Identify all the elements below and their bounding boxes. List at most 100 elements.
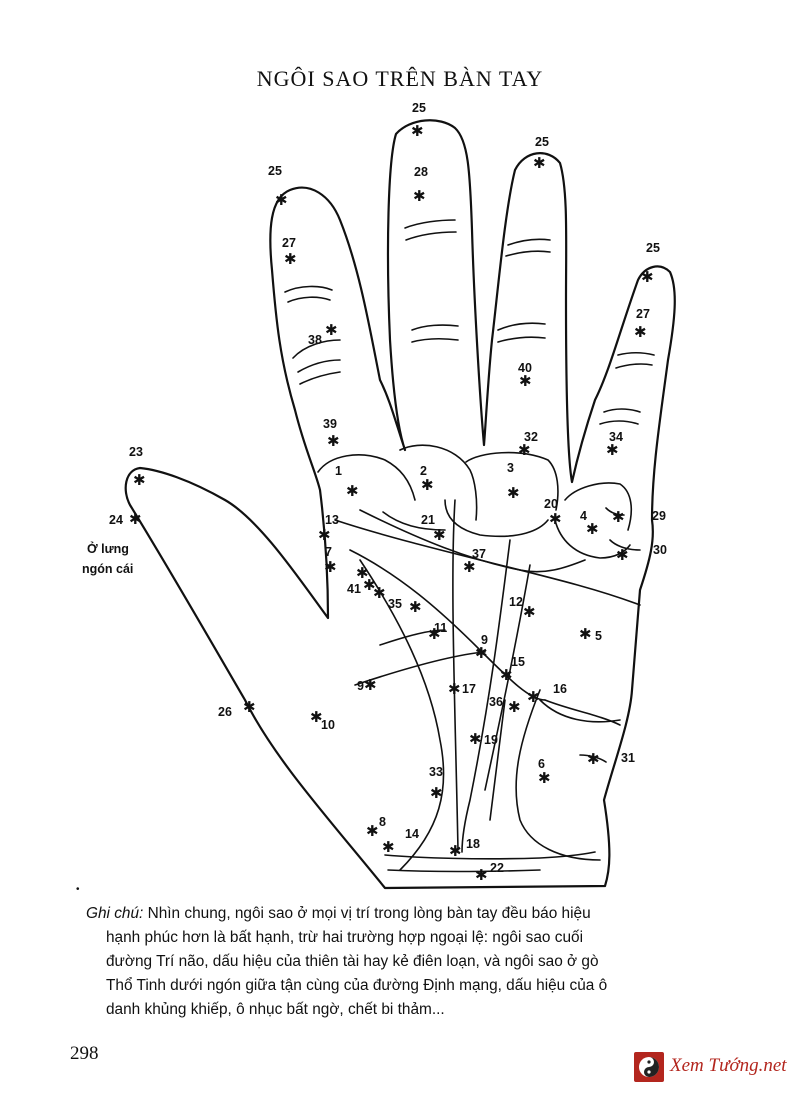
note-line-4: Thổ Tinh dưới ngón giữa tận cùng của đườ… bbox=[106, 977, 608, 994]
label-22: 22 bbox=[490, 861, 504, 875]
label-18: 18 bbox=[466, 837, 480, 851]
label-15: 15 bbox=[511, 655, 525, 669]
label-40: 40 bbox=[518, 361, 532, 375]
star-icon: ✱ bbox=[448, 680, 461, 698]
star-icon: ✱ bbox=[366, 822, 379, 840]
label-27-little: 27 bbox=[636, 307, 650, 321]
label-21: 21 bbox=[421, 513, 435, 527]
star-icon: ✱ bbox=[523, 603, 536, 621]
label-6: 6 bbox=[538, 757, 545, 771]
label-28: 28 bbox=[414, 165, 428, 179]
star-icon: ✱ bbox=[508, 698, 521, 716]
label-11: 11 bbox=[434, 621, 447, 635]
site-logo: Xem Tướng.net bbox=[634, 1052, 794, 1084]
label-25-ring: 25 bbox=[535, 135, 549, 149]
star-icon: ✱ bbox=[413, 187, 426, 205]
label-35: 35 bbox=[388, 597, 402, 611]
star-icon: ✱ bbox=[428, 625, 441, 643]
star-icon: ✱ bbox=[318, 526, 331, 544]
note-line-1: Nhìn chung, ngôi sao ở mọi vị trí trong … bbox=[143, 905, 591, 922]
yin-yang-icon bbox=[639, 1057, 659, 1077]
label-3: 3 bbox=[507, 461, 514, 475]
star-icon: ✱ bbox=[346, 482, 359, 500]
label-5: 5 bbox=[595, 629, 602, 643]
label-1: 1 bbox=[335, 464, 342, 478]
label-9-head: 9 bbox=[357, 679, 364, 693]
star-icon: ✱ bbox=[325, 321, 338, 339]
star-icon: ✱ bbox=[373, 584, 386, 602]
star-markers: ✱ ✱ ✱ ✱ ✱ ✱ ✱ ✱ ✱ ✱ ✱ ✱ ✱ ✱ ✱ ✱ ✱ ✱ ✱ ✱ … bbox=[129, 122, 654, 884]
hand-outline bbox=[124, 119, 676, 890]
label-12: 12 bbox=[509, 595, 523, 609]
label-25-little: 25 bbox=[646, 241, 660, 255]
label-20: 20 bbox=[544, 497, 558, 511]
star-icon: ✱ bbox=[538, 769, 551, 787]
star-icon: ✱ bbox=[284, 250, 297, 268]
page-number: 298 bbox=[70, 1043, 99, 1064]
star-icon: ✱ bbox=[421, 476, 434, 494]
label-32: 32 bbox=[524, 430, 538, 444]
star-icon: ✱ bbox=[507, 484, 520, 502]
star-icon: ✱ bbox=[382, 838, 395, 856]
label-29: 29 bbox=[652, 509, 666, 523]
star-icon: ✱ bbox=[409, 598, 422, 616]
label-19: 19 bbox=[484, 733, 498, 747]
label-26: 26 bbox=[218, 705, 232, 719]
label-36: 36 bbox=[489, 695, 503, 709]
star-icon: ✱ bbox=[519, 372, 532, 390]
note-line-5: danh khủng khiếp, ô nhục bất ngờ, chết b… bbox=[106, 1001, 445, 1018]
star-icon: ✱ bbox=[518, 441, 531, 459]
label-27-index: 27 bbox=[282, 236, 296, 250]
label-38: 38 bbox=[308, 333, 322, 347]
label-7: 7 bbox=[325, 545, 332, 559]
label-25-middle: 25 bbox=[412, 101, 426, 115]
star-icon: ✱ bbox=[449, 842, 462, 860]
label-4: 4 bbox=[580, 509, 587, 523]
label-30: 30 bbox=[653, 543, 667, 557]
star-icon: ✱ bbox=[527, 688, 540, 706]
star-icon: ✱ bbox=[363, 576, 376, 594]
label-24: 24 bbox=[109, 513, 123, 527]
label-13: 13 bbox=[325, 513, 339, 527]
star-icon: ✱ bbox=[364, 676, 377, 694]
star-icon: ✱ bbox=[324, 558, 337, 576]
star-icon: ✱ bbox=[612, 508, 625, 526]
star-icon: ✱ bbox=[433, 526, 446, 544]
label-9-heart: 9 bbox=[481, 633, 488, 647]
label-8: 8 bbox=[379, 815, 386, 829]
star-icon: ✱ bbox=[133, 471, 146, 489]
label-31: 31 bbox=[621, 751, 635, 765]
star-icon: ✱ bbox=[310, 708, 323, 726]
label-16: 16 bbox=[553, 682, 567, 696]
label-41: 41 bbox=[347, 582, 361, 596]
star-icon: ✱ bbox=[475, 866, 488, 884]
star-icon: ✱ bbox=[243, 698, 256, 716]
label-37: 37 bbox=[472, 547, 486, 561]
star-icon: ✱ bbox=[579, 625, 592, 643]
star-icon: ✱ bbox=[475, 644, 488, 662]
label-33: 33 bbox=[429, 765, 443, 779]
star-icon: ✱ bbox=[356, 564, 369, 582]
logo-badge bbox=[634, 1052, 664, 1082]
hand-diagram: ✱ ✱ ✱ ✱ ✱ ✱ ✱ ✱ ✱ ✱ ✱ ✱ ✱ ✱ ✱ ✱ ✱ ✱ ✱ ✱ … bbox=[82, 101, 676, 890]
page-title: NGÔI SAO TRÊN BÀN TAY bbox=[256, 66, 544, 91]
label-23: 23 bbox=[129, 445, 143, 459]
label-25-index: 25 bbox=[268, 164, 282, 178]
star-icon: ✱ bbox=[275, 191, 288, 209]
bullet-dot: • bbox=[76, 884, 80, 895]
star-icon: ✱ bbox=[469, 730, 482, 748]
label-2: 2 bbox=[420, 464, 427, 478]
star-icon: ✱ bbox=[129, 510, 142, 528]
star-icon: ✱ bbox=[463, 558, 476, 576]
star-icon: ✱ bbox=[616, 546, 629, 564]
star-icon: ✱ bbox=[641, 268, 654, 286]
star-icon: ✱ bbox=[586, 520, 599, 538]
label-17: 17 bbox=[462, 682, 476, 696]
star-icon: ✱ bbox=[549, 510, 562, 528]
star-icon: ✱ bbox=[606, 441, 619, 459]
label-back-thumb-2: ngón cái bbox=[82, 562, 133, 576]
star-icon: ✱ bbox=[634, 323, 647, 341]
star-icon: ✱ bbox=[327, 432, 340, 450]
note-paragraph: Ghi chú: Nhìn chung, ngôi sao ở mọi vị t… bbox=[86, 902, 726, 1022]
label-10: 10 bbox=[321, 718, 335, 732]
